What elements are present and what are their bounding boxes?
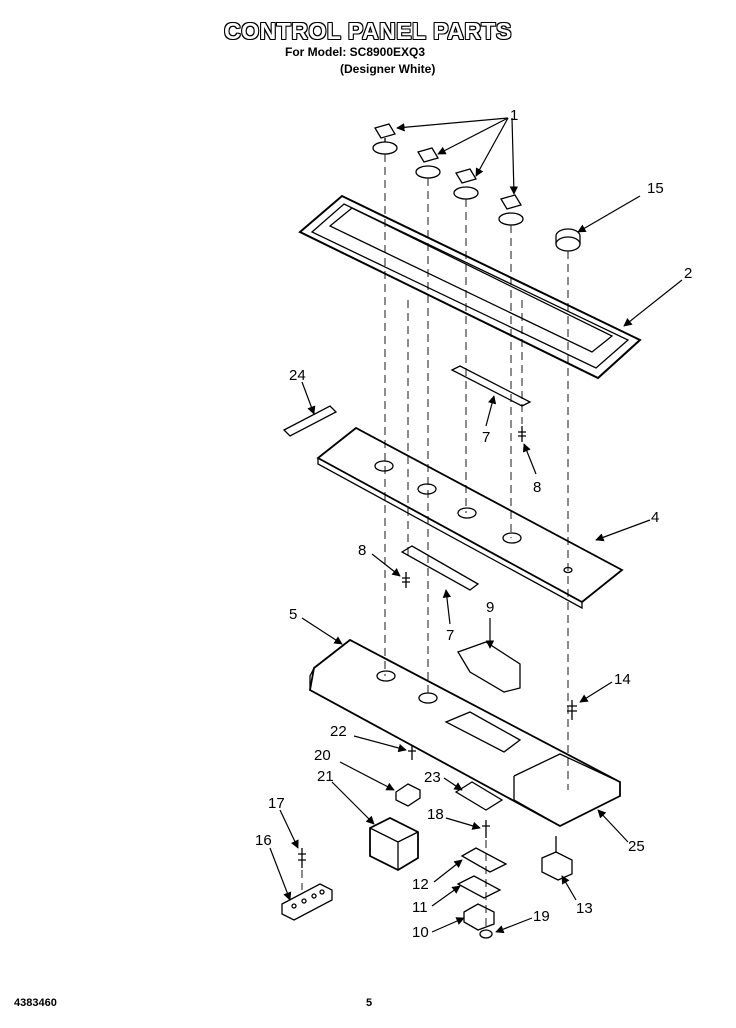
knob-1: [372, 123, 398, 155]
bracket-24: [282, 405, 338, 437]
callout-10: 10: [412, 924, 429, 941]
callout-1: 1: [510, 107, 518, 124]
callout-labels: 1 15 2 24 7 8 4 8 7 9 5 14 22 20 21 23 1…: [255, 107, 692, 941]
switch-10: [463, 903, 495, 931]
callout-4: 4: [651, 509, 659, 526]
callout-16: 16: [255, 832, 272, 849]
callout-5: 5: [289, 606, 297, 623]
cap-15: [555, 228, 581, 252]
bracket-9: [457, 641, 521, 693]
strip-7-lower: [400, 545, 480, 591]
knob-4: [498, 194, 524, 226]
alignment-lines: [301, 154, 569, 930]
switch-13: [541, 836, 573, 881]
callout-8-lower: 8: [358, 542, 366, 559]
callout-9: 9: [486, 599, 494, 616]
callout-2: 2: [684, 265, 692, 282]
callout-8-upper: 8: [533, 479, 541, 496]
housing-5: [308, 638, 621, 828]
document-number: 4383460: [14, 997, 57, 1009]
callout-23: 23: [424, 769, 441, 786]
callout-7-lower: 7: [446, 627, 454, 644]
plate-11: [456, 875, 502, 899]
leader-lines: [269, 117, 683, 934]
strip-7-upper: [450, 365, 532, 407]
callout-15: 15: [647, 180, 664, 197]
screw-8-upper: [518, 426, 526, 442]
screw-22: [408, 746, 416, 760]
glass-frame-2: [298, 194, 642, 380]
model-line: For Model: SC8900EXQ3: [285, 45, 426, 59]
callout-20: 20: [314, 747, 331, 764]
variant-line: (Designer White): [340, 62, 436, 76]
callout-7-upper: 7: [482, 429, 490, 446]
callout-24: 24: [289, 367, 306, 384]
panel-4: [316, 426, 624, 610]
callout-21: 21: [317, 768, 334, 785]
page-title: CONTROL PANEL PARTS: [224, 18, 512, 44]
callout-25: 25: [628, 838, 645, 855]
screw-14: [567, 700, 577, 720]
callout-14: 14: [614, 671, 631, 688]
nut-19: [479, 929, 493, 939]
callout-11: 11: [412, 899, 428, 916]
knob-3: [453, 168, 479, 200]
screw-8-lower: [402, 572, 410, 588]
screw-17: [298, 848, 306, 868]
callout-13: 13: [576, 900, 593, 917]
page-number: 5: [366, 997, 373, 1009]
callout-18: 18: [427, 806, 444, 823]
callout-17: 17: [268, 795, 285, 812]
callout-19: 19: [533, 908, 550, 925]
part-23: [454, 781, 504, 811]
callout-12: 12: [412, 876, 429, 893]
bracket-12: [460, 847, 508, 873]
screw-18: [482, 820, 490, 838]
transformer-21: [369, 816, 419, 872]
terminal-16: [281, 883, 333, 921]
knob-2: [415, 147, 441, 179]
part-20: [395, 783, 421, 807]
callout-22: 22: [330, 723, 347, 740]
